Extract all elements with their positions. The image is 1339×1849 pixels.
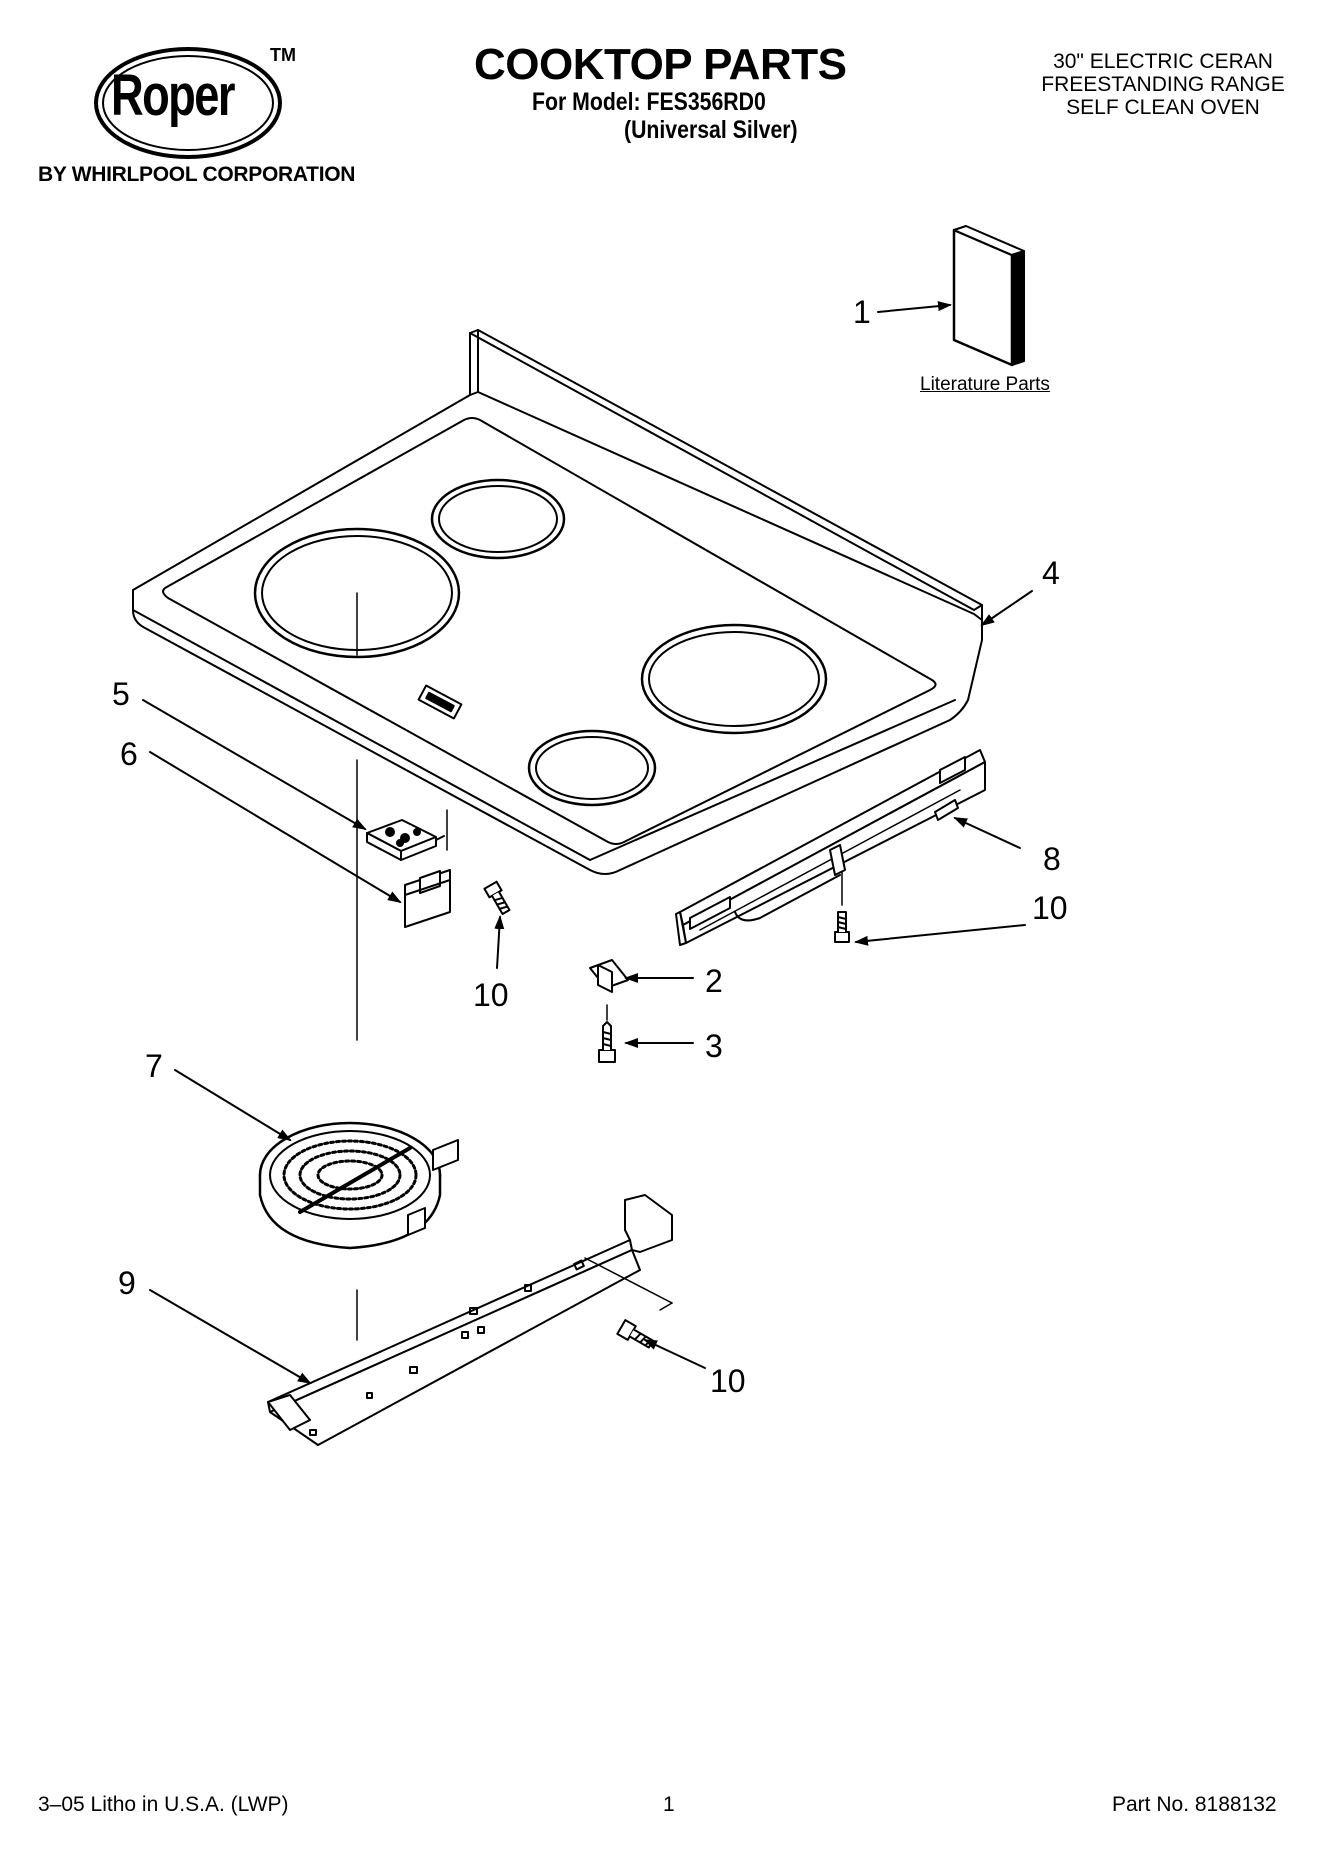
bracket-part — [404, 869, 451, 928]
description-line-1: 30" ELECTRIC CERAN — [1053, 50, 1273, 73]
model-line: For Model: FES356RD0 — [532, 88, 766, 116]
roper-logo-oval — [94, 47, 282, 159]
footer-page-number: 1 — [663, 1793, 675, 1816]
description-line-2: FREESTANDING RANGE — [1041, 73, 1285, 96]
variant-line: (Universal Silver) — [624, 116, 798, 144]
callout-10-right: 10 — [1032, 890, 1068, 926]
clip-part — [589, 959, 629, 993]
support-bar — [267, 1194, 673, 1446]
front-bracket — [675, 749, 986, 946]
burner-rings — [253, 478, 828, 807]
brand-corporation: BY WHIRLPOOL CORPORATION — [38, 163, 356, 186]
radiant-element — [258, 1121, 459, 1250]
callout-5: 5 — [112, 676, 130, 712]
cooktop-main-top — [132, 329, 983, 875]
callout-4: 4 — [1042, 555, 1060, 591]
literature-booklet — [952, 225, 1025, 367]
screw-right — [834, 911, 850, 943]
brand-trademark: TM — [270, 45, 296, 65]
callout-3: 3 — [705, 1028, 723, 1064]
leader-lines — [142, 301, 1033, 1385]
page-title: COOKTOP PARTS — [474, 40, 847, 89]
callout-7: 7 — [145, 1048, 163, 1084]
literature-parts-label: Literature Parts — [920, 374, 1050, 395]
footer-litho: 3–05 Litho in U.S.A. (LWP) — [38, 1793, 289, 1816]
screw-center — [598, 1021, 616, 1063]
callout-6: 6 — [120, 736, 138, 772]
screw-left — [483, 880, 511, 916]
brand-logo-text: Roper — [111, 63, 235, 128]
footer-part-number: Part No. 8188132 — [1112, 1793, 1277, 1816]
callout-1: 1 — [853, 294, 871, 330]
callout-10-left: 10 — [473, 977, 509, 1013]
callout-8: 8 — [1043, 841, 1061, 877]
callout-9: 9 — [118, 1265, 136, 1301]
callout-10-bottom: 10 — [710, 1363, 746, 1399]
callout-2: 2 — [705, 963, 723, 999]
description-line-3: SELF CLEAN OVEN — [1066, 96, 1260, 119]
switch-part — [366, 819, 445, 861]
product-description: 30" ELECTRIC CERAN FREESTANDING RANGE SE… — [1013, 50, 1313, 119]
screw-bottom — [616, 1319, 654, 1349]
